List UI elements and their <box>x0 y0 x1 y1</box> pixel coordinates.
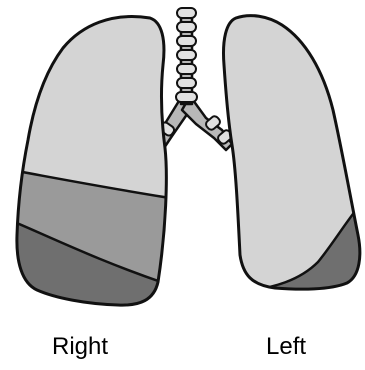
left-lung <box>200 0 365 320</box>
label-right: Right <box>52 335 108 359</box>
label-left: Left <box>266 335 306 359</box>
right-lung <box>0 0 200 320</box>
